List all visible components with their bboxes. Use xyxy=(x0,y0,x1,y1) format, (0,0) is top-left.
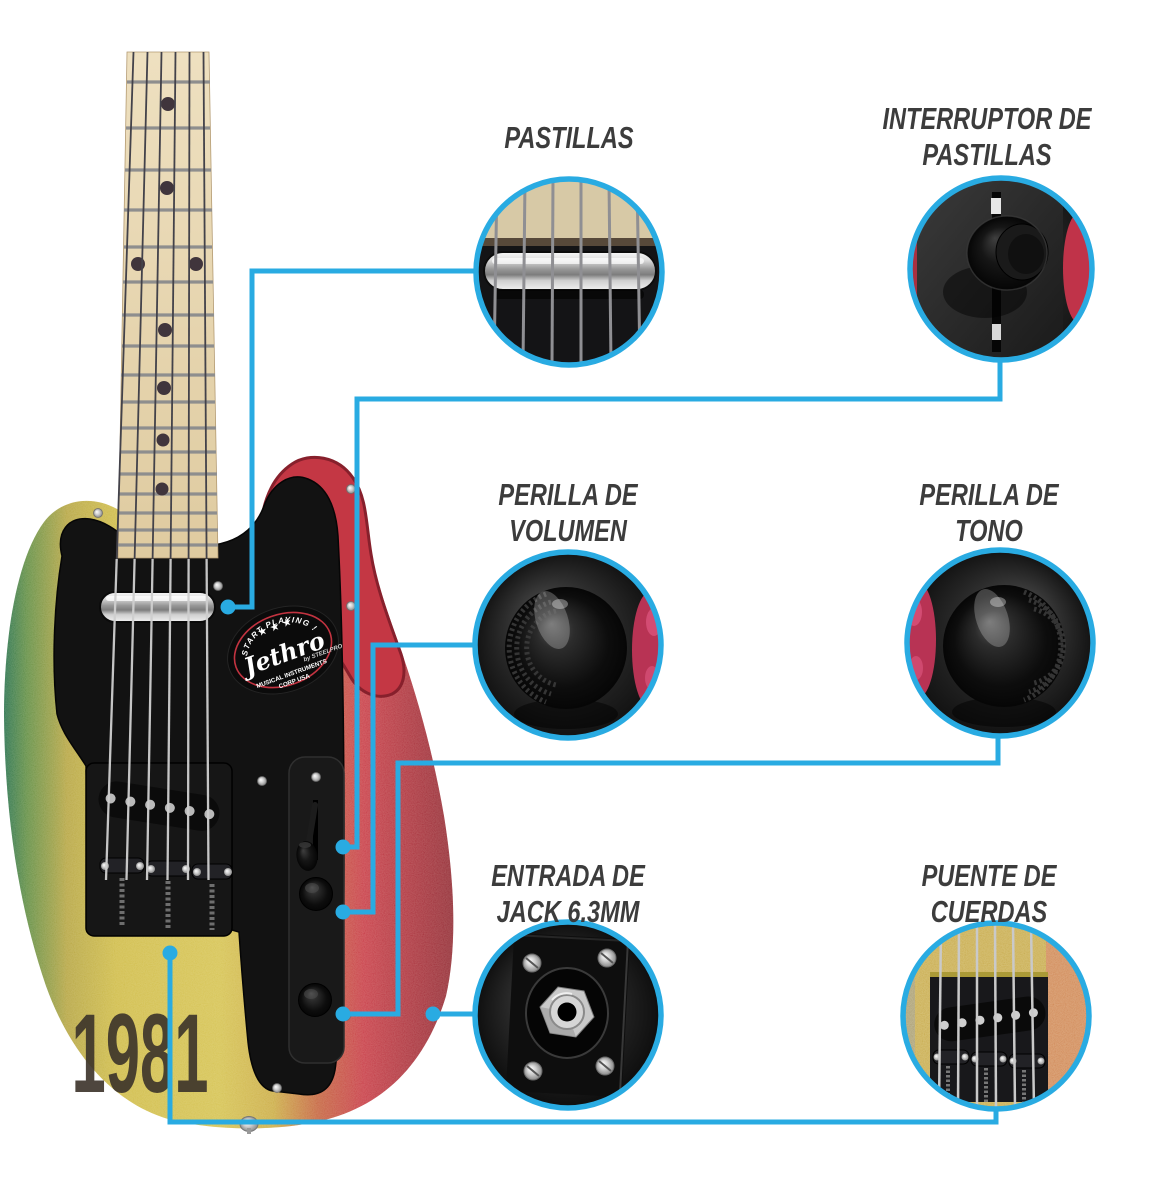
label-tono: PERILLA DE TONO xyxy=(852,477,1126,549)
neck-pickup xyxy=(99,591,216,623)
callout-photo-volumen xyxy=(475,552,661,738)
label-line: VOLUMEN xyxy=(509,513,627,548)
label-jack: ENTRADA DE JACK 6.3MM xyxy=(431,858,705,930)
connector-puente xyxy=(167,953,999,1125)
dot-tono xyxy=(335,1006,351,1022)
connector-dots xyxy=(162,599,441,1022)
strap-pin xyxy=(239,1116,259,1134)
dot-interruptor xyxy=(335,839,351,855)
svg-text:1981: 1981 xyxy=(71,992,208,1117)
label-line: PERILLA DE xyxy=(919,477,1059,512)
label-line: TONO xyxy=(955,513,1023,548)
label-line: ENTRADA DE xyxy=(491,858,645,893)
connector-tono xyxy=(343,734,1001,1017)
label-puente: PUENTE DE CUERDAS xyxy=(852,858,1126,930)
jethro-sticker: ★ ★ ★ START PLAYING ! Jethro by STEELPRO… xyxy=(227,604,344,695)
connector-interruptor xyxy=(343,361,1003,850)
callout-ring-puente xyxy=(900,920,1092,1112)
connector-pastillas xyxy=(228,268,477,610)
dot-pastillas xyxy=(220,599,236,615)
label-interruptor: INTERRUPTOR DE PASTILLAS xyxy=(850,101,1124,173)
callout-photo-tono xyxy=(907,550,1093,736)
label-line: PERILLA DE xyxy=(498,477,638,512)
callout-photo-jack xyxy=(475,922,661,1108)
callout-photo-puente xyxy=(903,923,1089,1109)
dot-puente xyxy=(162,945,178,961)
switch-slot xyxy=(313,800,318,860)
strings xyxy=(104,51,210,881)
fretboard-dot-inlays xyxy=(131,97,203,496)
label-line: INTERRUPTOR DE xyxy=(882,101,1092,136)
label-line: PASTILLAS xyxy=(504,120,634,155)
label-line: PUENTE DE xyxy=(921,858,1057,893)
callout-photo-interruptor xyxy=(910,178,1092,360)
callout-photo-pastillas xyxy=(476,179,662,365)
volume-knob xyxy=(299,877,333,911)
pickup-switch-lever xyxy=(296,841,318,871)
label-line: JACK 6.3MM xyxy=(496,894,640,929)
year-print: 1981 xyxy=(71,992,208,1117)
control-plate xyxy=(288,756,345,1064)
bridge-springs xyxy=(119,878,215,930)
label-line: PASTILLAS xyxy=(922,137,1052,172)
callout-ring-jack xyxy=(472,919,664,1111)
label-pastillas: PASTILLAS xyxy=(432,120,706,156)
label-line: CUERDAS xyxy=(930,894,1048,929)
dot-volumen xyxy=(335,904,351,920)
connector-lines xyxy=(167,268,1003,1125)
connector-volumen xyxy=(343,642,476,915)
callout-ring-volumen xyxy=(472,549,664,741)
callout-ring-pastillas xyxy=(473,176,665,368)
label-volumen: PERILLA DE VOLUMEN xyxy=(431,477,705,549)
guitar-neck xyxy=(117,51,219,559)
dot-jack xyxy=(425,1006,441,1022)
tone-knob xyxy=(298,983,332,1017)
callout-ring-interruptor xyxy=(907,175,1095,363)
callout-ring-tono xyxy=(904,547,1096,739)
